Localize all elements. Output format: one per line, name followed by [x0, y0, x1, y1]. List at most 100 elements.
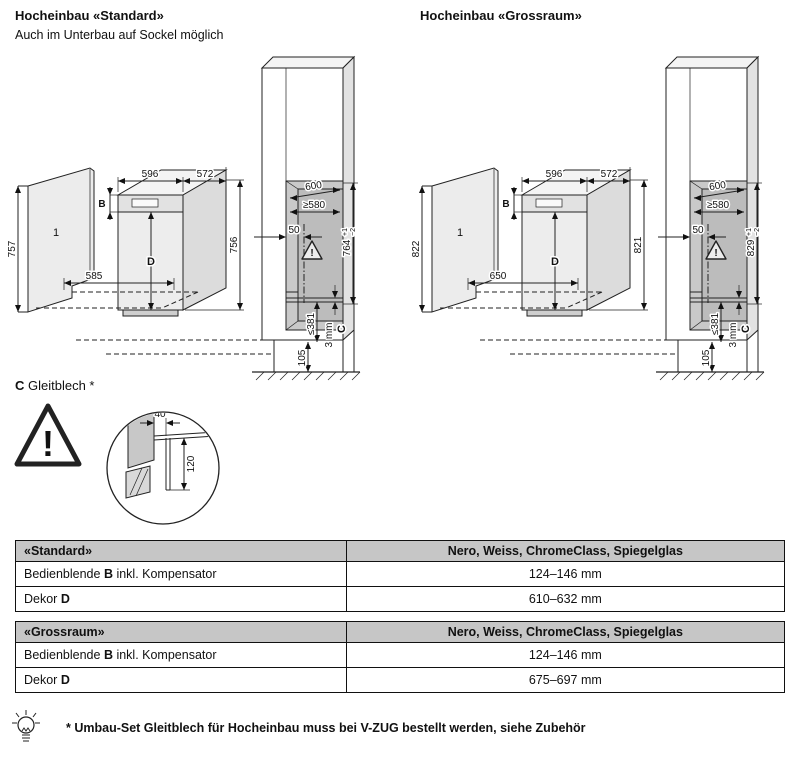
- tall-cabinet: [260, 55, 356, 342]
- decor-height-label: D: [551, 256, 559, 268]
- door-open-projection: [440, 291, 603, 309]
- appliance-height-value: 821: [633, 236, 644, 253]
- spec-ref-letter: B: [103, 648, 113, 662]
- dim-max-below: ≤381: [709, 302, 724, 342]
- spec-suffix: inkl. Kompensator: [112, 567, 217, 581]
- warning-mark: !: [310, 248, 313, 259]
- dishwasher-appliance: [116, 169, 228, 317]
- gleitblech-ref-letter: C: [336, 325, 348, 333]
- kickplate: [122, 309, 179, 317]
- grossraum-section-title: Hocheinbau «Grossraum»: [420, 8, 582, 23]
- door-height-value: 822: [411, 240, 422, 257]
- spec-label-cell: Dekor D: [15, 667, 347, 693]
- max-below-value: ≤381: [710, 312, 721, 335]
- control-display: [535, 198, 563, 208]
- dim-plate-thickness: 3 mm: [323, 285, 338, 349]
- spec-value-cell: 124–146 mm: [345, 642, 786, 668]
- variant-name-cell: «Grossraum»: [15, 621, 347, 643]
- pullout-depth-value: 585: [86, 271, 103, 282]
- variant-name-cell: «Standard»: [15, 540, 347, 562]
- warning-triangle-icon: !: [301, 240, 323, 260]
- plinth-and-floor: [480, 330, 765, 381]
- warning-mark: !: [714, 248, 717, 259]
- spec-prefix: Bedienblende: [24, 648, 104, 662]
- gleitblech-ref-letter: C: [740, 325, 752, 333]
- spec-ref-letter: D: [60, 592, 70, 606]
- grossraum-dimensions-table: «Grossraum» Nero, Weiss, ChromeClass, Sp…: [15, 621, 786, 693]
- gleitblech-caption-text: Gleitblech *: [24, 378, 95, 393]
- min-depth-value: ≥580: [707, 200, 730, 211]
- plate-offset-value: 40: [154, 409, 166, 420]
- dim-plinth-height: 105: [296, 342, 311, 372]
- door-open-projection: [36, 291, 199, 309]
- appliance-width-value: 596: [142, 169, 159, 180]
- appliance-depth-value: 572: [601, 169, 618, 180]
- control-display: [131, 198, 159, 208]
- front-clearance-value: 50: [288, 225, 300, 236]
- niche-height-tolerance-minus: −2: [350, 228, 357, 236]
- spec-label-cell: Dekor D: [15, 586, 347, 612]
- table-row: Bedienblende B inkl. Kompensator 124–146…: [15, 561, 786, 587]
- gleitblech-plate: [286, 291, 343, 303]
- warning-mark: !: [42, 423, 54, 464]
- standard-installation-diagram: 1 757 585 596: [6, 55, 361, 381]
- niche-depth-value: 600: [305, 180, 324, 194]
- niche-height-tolerance-plus: +1: [746, 228, 753, 236]
- dim-niche-height: 764 +1 −2: [341, 182, 359, 305]
- gleitblech-ref: C: [739, 323, 754, 334]
- dim-appliance-height: 821: [589, 179, 648, 311]
- plate-thickness-value: 3 mm: [728, 323, 739, 348]
- plinth-and-floor: [76, 330, 361, 381]
- spec-value-cell: 610–632 mm: [345, 586, 786, 612]
- grossraum-installation-diagram: 1 822 650 596: [410, 55, 765, 381]
- gleitblech-caption-letter: C: [15, 378, 25, 393]
- door-height-value: 757: [7, 240, 18, 257]
- standard-dimensions-table: «Standard» Nero, Weiss, ChromeClass, Spi…: [15, 540, 786, 612]
- plinth-height-value: 105: [701, 349, 712, 366]
- dim-appliance-width: 596: [521, 168, 588, 192]
- spec-prefix: Dekor: [24, 673, 61, 687]
- spec-value-cell: 124–146 mm: [345, 561, 786, 587]
- decor-door-panel: 1: [431, 167, 499, 313]
- spec-ref-letter: D: [60, 673, 70, 687]
- kickplate: [526, 309, 583, 317]
- dim-appliance-height: 756: [185, 179, 244, 311]
- tall-cabinet: [664, 55, 760, 342]
- plate-thickness-value: 3 mm: [324, 323, 335, 348]
- gleitblech-detail-drawing: ! 40 120: [14, 403, 220, 525]
- dim-plate-thickness: 3 mm: [727, 285, 742, 349]
- dim-plate-flange: 120: [170, 438, 199, 491]
- gleitblech-caption: C Gleitblech *: [15, 378, 94, 393]
- dim-front-clearance: 50: [658, 224, 726, 240]
- dim-appliance-width: 596: [117, 168, 184, 192]
- plinth-height-value: 105: [297, 349, 308, 366]
- pullout-depth-value: 650: [490, 271, 507, 282]
- control-panel-height-label: B: [502, 199, 509, 210]
- max-below-value: ≤381: [306, 312, 317, 335]
- standard-section-title: Hocheinbau «Standard»: [15, 8, 164, 23]
- gleitblech-ref: C: [335, 323, 350, 334]
- dim-niche-depth: 600: [693, 178, 745, 201]
- dim-pullout-depth: 585: [63, 270, 175, 290]
- niche-height-tolerance-plus: +1: [342, 228, 349, 236]
- control-panel-height-label: B: [98, 199, 105, 210]
- dim-plinth-height: 105: [700, 342, 715, 372]
- dim-niche-depth: 600: [289, 178, 341, 201]
- tip-bulb-icon: [12, 710, 40, 742]
- decor-door-panel: 1: [27, 167, 95, 313]
- color-options-cell: Nero, Weiss, ChromeClass, Spiegelglas: [345, 540, 786, 562]
- table-row: Bedienblende B inkl. Kompensator 124–146…: [15, 642, 786, 668]
- dim-appliance-depth: 572: [183, 167, 227, 184]
- table-row: Dekor D 610–632 mm: [15, 586, 786, 612]
- dim-pullout-depth: 650: [467, 270, 579, 290]
- dim-appliance-depth: 572: [587, 167, 631, 184]
- dim-max-below: ≤381: [305, 302, 320, 342]
- plate-flange-value: 120: [186, 455, 197, 472]
- dishwasher-appliance: [520, 169, 632, 317]
- niche-height-tolerance-minus: −2: [754, 228, 761, 236]
- gleitblech-plate: [690, 291, 747, 303]
- appliance-depth-value: 572: [197, 169, 214, 180]
- footnote-text: * Umbau-Set Gleitblech für Hocheinbau mu…: [66, 721, 586, 735]
- dim-min-depth: ≥580: [694, 199, 744, 215]
